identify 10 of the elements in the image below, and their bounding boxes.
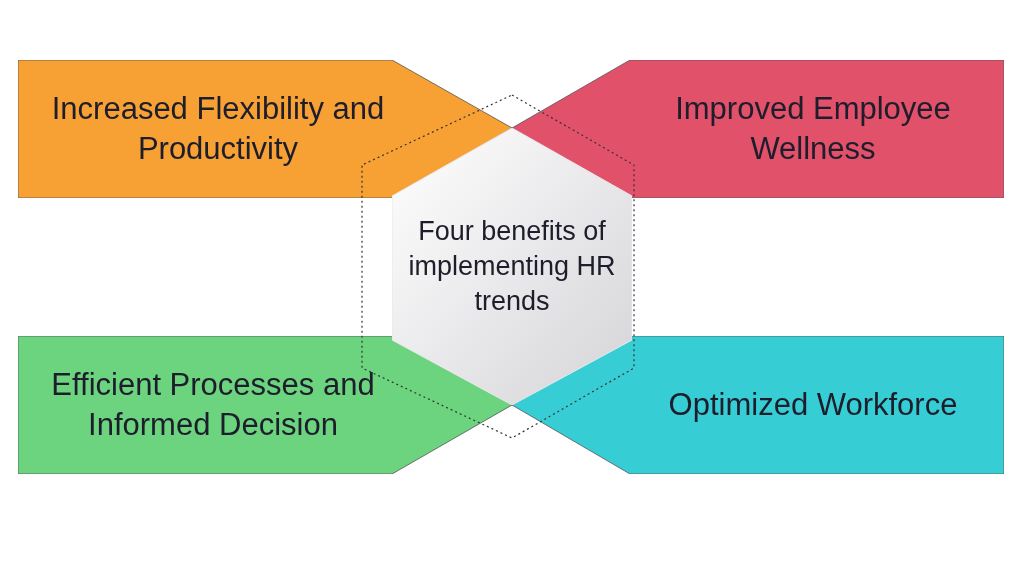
- arrow-panel: [512, 60, 1004, 198]
- arrow-panel: [18, 60, 512, 198]
- benefit-text: Optimized Workforce: [668, 385, 958, 424]
- hexagon-label: Four benefits of implementing HR trends: [407, 214, 617, 319]
- benefit-text: Increased Flexibility and Productivity: [50, 89, 386, 168]
- arrow-panel: [512, 336, 1004, 474]
- arrow-panel: [18, 336, 512, 474]
- hexagon: [392, 128, 632, 405]
- benefit-text: Efficient Processes and Informed Decision: [50, 365, 376, 444]
- benefit-text: Improved Employee Wellness: [674, 89, 952, 168]
